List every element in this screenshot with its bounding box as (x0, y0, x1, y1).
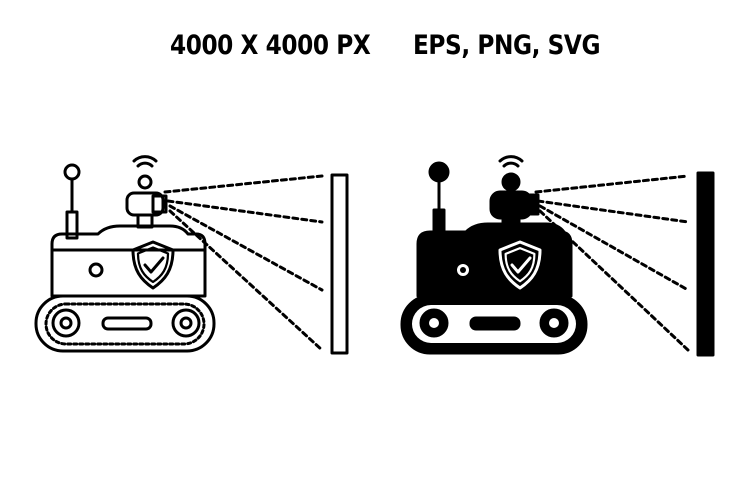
camera-lens-outline (137, 174, 153, 190)
wall-outline (330, 173, 349, 355)
camera-lens-filled (501, 172, 521, 192)
track-outline (34, 294, 216, 353)
image-size-label: 4000 X 4000 PX (170, 30, 371, 61)
robot-scanner-filled-icon (400, 155, 715, 357)
wifi-icon-outline (132, 155, 158, 168)
header: 4000 X 4000 PX EPS, PNG, SVG (0, 30, 750, 70)
robot-body-outline (50, 224, 207, 298)
robot-body-filled (416, 222, 573, 298)
file-formats-label: EPS, PNG, SVG (413, 30, 601, 61)
scan-beams-outline (163, 174, 324, 352)
antenna-ball-filled (428, 161, 450, 183)
scan-beams-filled (534, 174, 690, 352)
wall-filled (696, 171, 715, 357)
wifi-icon-filled (498, 155, 524, 168)
antenna-ball-outline (63, 163, 81, 181)
robot-scanner-outline-icon (34, 155, 349, 355)
